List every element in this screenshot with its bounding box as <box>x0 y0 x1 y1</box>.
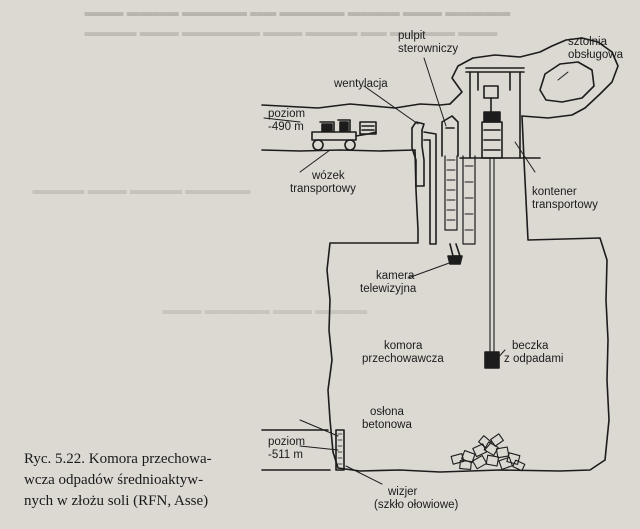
label-wizjer-line1: wizjer <box>388 486 418 498</box>
label-beczka-line1: beczka <box>512 340 549 352</box>
label-kamera-line2: telewizyjna <box>360 283 417 295</box>
label-poziom-top-line2: -490 m <box>268 121 304 133</box>
label-pulpit-line2: sterowniczy <box>398 43 459 55</box>
label-oslona: osłona betonowa <box>362 406 412 432</box>
label-komora-line2: przechowawcza <box>362 353 444 365</box>
figure-caption: Ryc. 5.22. Komora przechowa- wcza odpadó… <box>24 449 254 512</box>
label-oslona-line1: osłona <box>370 406 404 418</box>
caption-line2: wcza odpadów średnioaktyw- <box>24 472 204 488</box>
label-wozek: wózek transportowy <box>290 170 356 196</box>
label-kamera: kamera telewizyjna <box>360 270 416 296</box>
label-poziom-bottom: poziom -511 m <box>268 436 305 462</box>
caption-line1: Ryc. 5.22. Komora przechowa- <box>24 451 212 467</box>
label-poziom-top: poziom -490 m <box>268 108 305 134</box>
transport-trolley <box>311 119 377 151</box>
waste-drum-pile <box>450 433 526 472</box>
label-wizjer-line2: (szkło ołowiowe) <box>374 499 459 511</box>
label-oslona-line2: betonowa <box>362 419 412 431</box>
label-sztolnia: sztolnia obsługowa <box>568 36 623 62</box>
caption-line3: nych w złożu soli (RFN, Asse) <box>24 493 209 509</box>
label-sztolnia-line1: sztolnia <box>568 36 607 48</box>
label-pulpit-line1: pulpit <box>398 30 426 42</box>
label-kontener: kontener transportowy <box>532 186 598 212</box>
transport-container <box>481 111 503 159</box>
leader-lines <box>263 57 569 485</box>
label-beczka-line2: z odpadami <box>504 353 564 365</box>
label-komora: komora przechowawcza <box>362 340 444 366</box>
ventilation-duct <box>411 121 437 245</box>
label-komora-line1: komora <box>384 340 423 352</box>
hoist-rope <box>484 157 500 369</box>
bleed-through-text: ▬▬▬▬ ▬▬▬ ▬▬▬▬ ▬▬▬▬▬ <box>0 182 251 197</box>
label-poziom-bottom-line2: -511 m <box>268 449 303 461</box>
label-wizjer: wizjer (szkło ołowiowe) <box>374 486 458 512</box>
control-desk <box>441 115 459 157</box>
label-sztolnia-line2: obsługowa <box>568 49 623 61</box>
rock-boundary <box>326 37 619 473</box>
label-poziom-bottom-line1: poziom <box>268 436 306 448</box>
bleed-through-text: ▬▬▬ ▬▬▬▬▬ ▬▬▬ ▬▬▬▬ <box>0 302 368 317</box>
label-wentylacja-text: wentylacja <box>334 78 388 90</box>
bleed-through-text: ▬▬▬ ▬▬▬▬ ▬▬▬▬▬ ▬▬ ▬▬▬▬▬ ▬▬▬▬ ▬▬▬ ▬▬▬▬▬ <box>0 4 511 19</box>
camera-drum <box>444 155 476 265</box>
label-poziom-top-line1: poziom <box>268 108 306 120</box>
bleed-through-text: ▬▬▬▬ ▬▬▬ ▬▬▬▬▬▬ ▬▬▬ ▬▬▬▬ ▬▬ ▬▬▬▬▬ ▬▬▬ <box>0 24 498 39</box>
label-wozek-line2: transportowy <box>290 183 356 195</box>
label-wozek-line1: wózek <box>312 170 345 182</box>
label-pulpit: pulpit sterowniczy <box>398 30 458 56</box>
service-adit <box>539 61 595 103</box>
label-wentylacja: wentylacja <box>334 78 388 91</box>
label-kontener-line1: kontener <box>532 186 577 198</box>
label-beczka: beczka z odpadami <box>504 340 563 366</box>
label-kontener-line2: transportowy <box>532 199 598 211</box>
label-kamera-line1: kamera <box>376 270 415 282</box>
